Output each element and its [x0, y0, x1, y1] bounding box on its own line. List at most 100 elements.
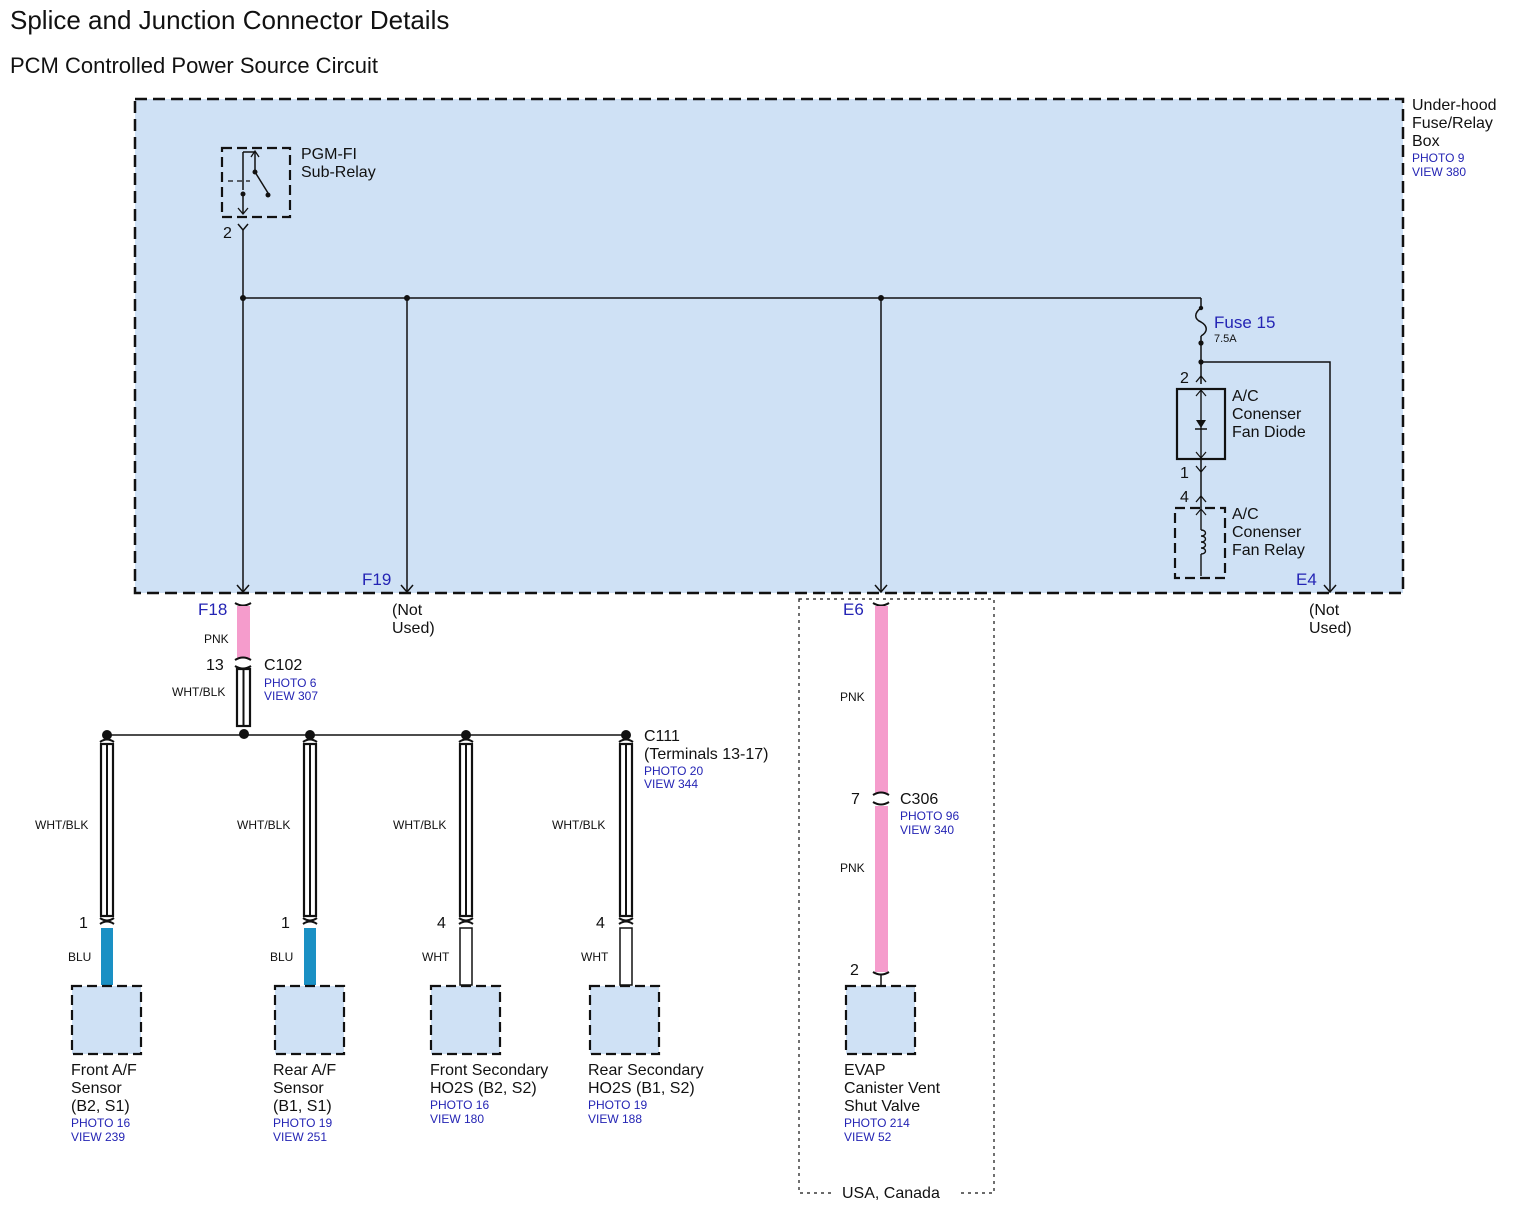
wire-color-wht-4: WHT: [581, 950, 609, 964]
front-secondary-photo-ref: PHOTO 16: [430, 1098, 489, 1112]
bus-junction-dots: [240, 295, 884, 301]
rear-secondary-pin: 4: [596, 915, 605, 932]
fuse-name: Fuse 15: [1214, 313, 1275, 332]
rear-secondary-ho2s-box: [588, 984, 661, 1056]
evap-pin: 2: [850, 962, 859, 979]
rear-secondary-ho2s-label: Rear Secondary HO2S (B1, S2): [588, 1062, 708, 1097]
wire-color-wht-blk-4: WHT/BLK: [552, 818, 605, 832]
c102-photo-ref: PHOTO 6: [264, 676, 317, 690]
c306-view-ref: VIEW 340: [900, 823, 954, 837]
front-af-pin: 1: [79, 915, 88, 932]
rear-af-view-ref: VIEW 251: [273, 1130, 327, 1144]
bus-wires: [242, 230, 1202, 592]
wire-color-wht-blk-3: WHT/BLK: [393, 818, 446, 832]
fan-relay-connector: [1195, 494, 1207, 503]
fan-relay-name: A/C Conenser Fan Relay: [1232, 506, 1306, 559]
front-af-shielded-wire: [99, 738, 115, 925]
fuse-15-symbol: [1195, 305, 1207, 362]
wht-wire-4: [619, 927, 633, 986]
wire-color-pnk-e6-lower: PNK: [840, 861, 865, 875]
fuse-box-view-ref: VIEW 380: [1412, 165, 1466, 179]
c111-name: C111: [644, 728, 680, 745]
wht-wire-3: [459, 927, 473, 986]
c111-view-ref: VIEW 344: [644, 777, 698, 791]
c306-photo-ref: PHOTO 96: [900, 809, 959, 823]
evap-valve-label: EVAP Canister Vent Shut Valve: [844, 1062, 945, 1115]
blu-wire-2: [304, 928, 316, 985]
rear-secondary-view-ref: VIEW 188: [588, 1112, 642, 1126]
wire-color-blu-2: BLU: [270, 950, 293, 964]
c306-name: C306: [900, 791, 938, 808]
wire-color-wht-blk-1: WHT/BLK: [35, 818, 88, 832]
wire-color-wht-blk-2: WHT/BLK: [237, 818, 290, 832]
terminal-e4: E4: [1296, 570, 1317, 589]
front-secondary-view-ref: VIEW 180: [430, 1112, 484, 1126]
front-secondary-pin: 4: [437, 915, 446, 932]
rear-secondary-photo-ref: PHOTO 19: [588, 1098, 647, 1112]
e4-wire: [1201, 361, 1331, 592]
diode-name: A/C Conenser Fan Diode: [1232, 388, 1306, 441]
front-af-view-ref: VIEW 239: [71, 1130, 125, 1144]
pnk-wire-e6-lower: [875, 806, 888, 972]
wire-color-pnk-e6-upper: PNK: [840, 690, 865, 704]
c102-connector-mark: [234, 656, 252, 670]
c306-connector-mark: [872, 791, 890, 806]
pgm-fi-sub-relay-symbol: [220, 146, 292, 219]
rear-af-sensor-box: [273, 984, 346, 1056]
front-secondary-shielded-wire: [458, 738, 474, 925]
rear-af-shielded-wire: [302, 738, 318, 925]
rear-secondary-shielded-wire: [618, 738, 634, 925]
pnk-wire-f18: [237, 606, 250, 658]
region-label: USA, Canada: [842, 1185, 940, 1202]
e4-not-used: (Not Used): [1309, 602, 1352, 637]
relay-pin-label: 2: [223, 225, 232, 242]
blu-wire-1: [101, 928, 113, 985]
diode-pin-bottom: 1: [1180, 465, 1189, 482]
terminal-f19: F19: [362, 570, 391, 589]
region-label-bg: [835, 1183, 957, 1203]
rear-af-pin: 1: [281, 915, 290, 932]
evap-view-ref: VIEW 52: [844, 1130, 892, 1144]
c102-pin: 13: [206, 657, 224, 674]
wire-color-blu-1: BLU: [68, 950, 91, 964]
relay-name: PGM-FI Sub-Relay: [301, 146, 376, 181]
front-secondary-ho2s-box: [429, 984, 502, 1056]
evap-photo-ref: PHOTO 214: [844, 1116, 910, 1130]
e6-connector-mark: [872, 602, 890, 607]
wire-color-wht-blk-c102: WHT/BLK: [172, 685, 225, 699]
fuse-rating: 7.5A: [1214, 333, 1237, 345]
c111-note: (Terminals 13-17): [644, 746, 768, 763]
c111-photo-ref: PHOTO 20: [644, 764, 703, 778]
c306-pin: 7: [851, 791, 860, 808]
rear-af-sensor-label: Rear A/F Sensor (B1, S1): [273, 1062, 341, 1115]
front-af-photo-ref: PHOTO 16: [71, 1116, 130, 1130]
front-secondary-ho2s-label: Front Secondary HO2S (B2, S2): [430, 1062, 553, 1097]
f19-not-used: (Not Used): [392, 602, 435, 637]
wire-color-wht-3: WHT: [422, 950, 450, 964]
c111-junction-dots: [102, 729, 631, 740]
f18-connector-mark: [234, 602, 252, 607]
diode-connector-top: [1195, 374, 1207, 383]
c102-view-ref: VIEW 307: [264, 689, 318, 703]
fuse-box-name: Under-hood Fuse/Relay Box: [1412, 97, 1501, 150]
front-af-sensor-box: [70, 984, 143, 1056]
diode-pin-top: 2: [1180, 370, 1189, 387]
page-subtitle: PCM Controlled Power Source Circuit: [10, 53, 378, 78]
terminal-e6: E6: [843, 600, 864, 619]
terminal-f18: F18: [198, 600, 227, 619]
evap-connector-mark: [872, 971, 890, 976]
fan-relay-symbol: [1173, 506, 1227, 580]
pnk-wire-e6-upper: [875, 606, 888, 793]
rear-af-photo-ref: PHOTO 19: [273, 1116, 332, 1130]
fan-relay-pin: 4: [1180, 489, 1189, 506]
c102-shielded-wire: [235, 667, 252, 728]
front-af-sensor-label: Front A/F Sensor (B2, S1): [71, 1062, 141, 1115]
wire-color-pnk-f18: PNK: [204, 632, 229, 646]
fuse-box-photo-ref: PHOTO 9: [1412, 151, 1465, 165]
c102-name: C102: [264, 657, 302, 674]
usa-canada-region: [798, 598, 995, 1194]
terminal-arrows: [236, 584, 1337, 594]
evap-valve-box: [844, 984, 917, 1056]
page-title: Splice and Junction Connector Details: [10, 5, 449, 35]
